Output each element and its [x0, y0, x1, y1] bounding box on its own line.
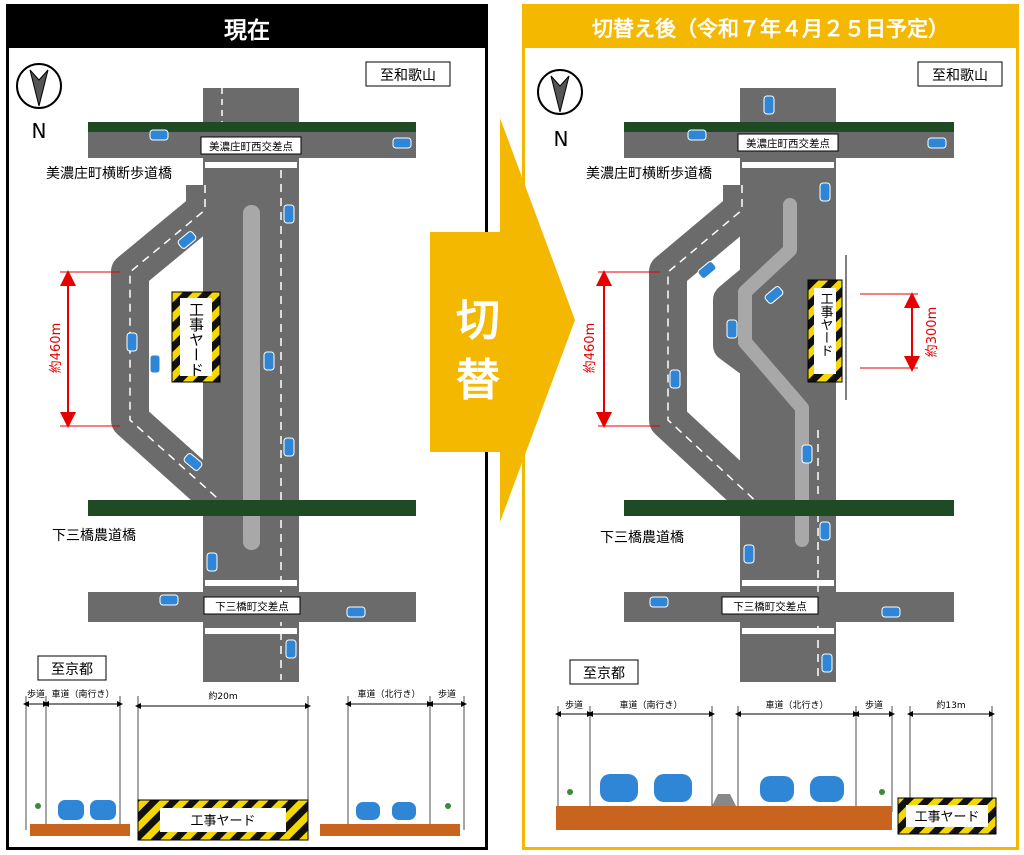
svg-text:歩道: 歩道: [438, 688, 456, 700]
intersection-bottom-label: 下三橋町交差点: [733, 600, 807, 613]
destination-bottom-label: 至京都: [51, 662, 93, 678]
dimension-short-label: 約300m: [925, 307, 940, 357]
switch-arrow: 切 替: [430, 118, 575, 522]
construction-yard-label: 工事ヤード: [818, 292, 834, 357]
cross-section-yard-label: 工事ヤード: [914, 810, 979, 825]
median: [738, 198, 809, 547]
bridge-top-label: 美濃庄町横断歩道橋: [586, 165, 712, 182]
svg-text:約13m: 約13m: [936, 699, 965, 711]
bridge-bottom-label: 下三橋農道橋: [600, 530, 684, 546]
north-arrow-icon: [16, 63, 62, 109]
cross-section-yard-label: 工事ヤード: [190, 814, 255, 829]
farm-road-bridge: [88, 500, 416, 516]
intersection-top-label: 美濃庄町西交差点: [209, 140, 293, 153]
map-current: N 至和歌山: [16, 61, 467, 841]
cross-section-cars: [600, 774, 844, 802]
panel-current-header: 現在: [9, 7, 485, 48]
bridge-top-label: 美濃庄町横断歩道橋: [46, 165, 172, 182]
construction-yard-label: 工事ヤード: [187, 302, 205, 377]
svg-text:車道（南行き）: 車道（南行き）: [619, 699, 682, 711]
intersection-top-label: 美濃庄町西交差点: [746, 137, 830, 150]
svg-text:歩道: 歩道: [565, 699, 583, 711]
svg-text:車道（南行き）: 車道（南行き）: [51, 688, 114, 700]
destination-top-label: 至和歌山: [380, 68, 436, 84]
dimension-long-label: 約460m: [583, 323, 598, 373]
cross-section-after: 歩道 車道（南行き） 車道（北行き） 歩道 約13m: [555, 699, 997, 835]
north-label: N: [554, 127, 569, 151]
north-label: N: [32, 119, 47, 143]
panel-after-header: 切替え後（令和７年４月２５日予定）: [525, 7, 1016, 48]
pedestrian-bridge-top: [88, 122, 300, 132]
median: [243, 205, 260, 550]
destination-top-label: 至和歌山: [932, 68, 988, 84]
switch-arrow-text2: 替: [456, 355, 500, 406]
intersection-bottom-label: 下三橋町交差点: [215, 600, 289, 613]
svg-text:約20m: 約20m: [208, 690, 237, 702]
svg-text:歩道: 歩道: [27, 688, 45, 700]
switch-arrow-text1: 切: [456, 295, 500, 346]
svg-text:歩道: 歩道: [865, 699, 883, 711]
cross-section-cars: [58, 800, 416, 820]
dimension-label: 約460m: [49, 323, 64, 373]
svg-text:車道（北行き）: 車道（北行き）: [765, 699, 828, 711]
car-icons: [126, 129, 412, 659]
bridge-bottom-label: 下三橋農道橋: [52, 528, 136, 544]
map-after: N 至和歌山: [537, 61, 1003, 835]
destination-bottom-label: 至京都: [583, 666, 625, 682]
north-arrow-icon: [537, 69, 583, 115]
car-icons: [649, 95, 947, 673]
cross-section-current: 歩道 車道（南行き） 約20m 車道（北行き） 歩道 工事ヤード: [23, 688, 467, 841]
svg-text:車道（北行き）: 車道（北行き）: [357, 688, 420, 700]
